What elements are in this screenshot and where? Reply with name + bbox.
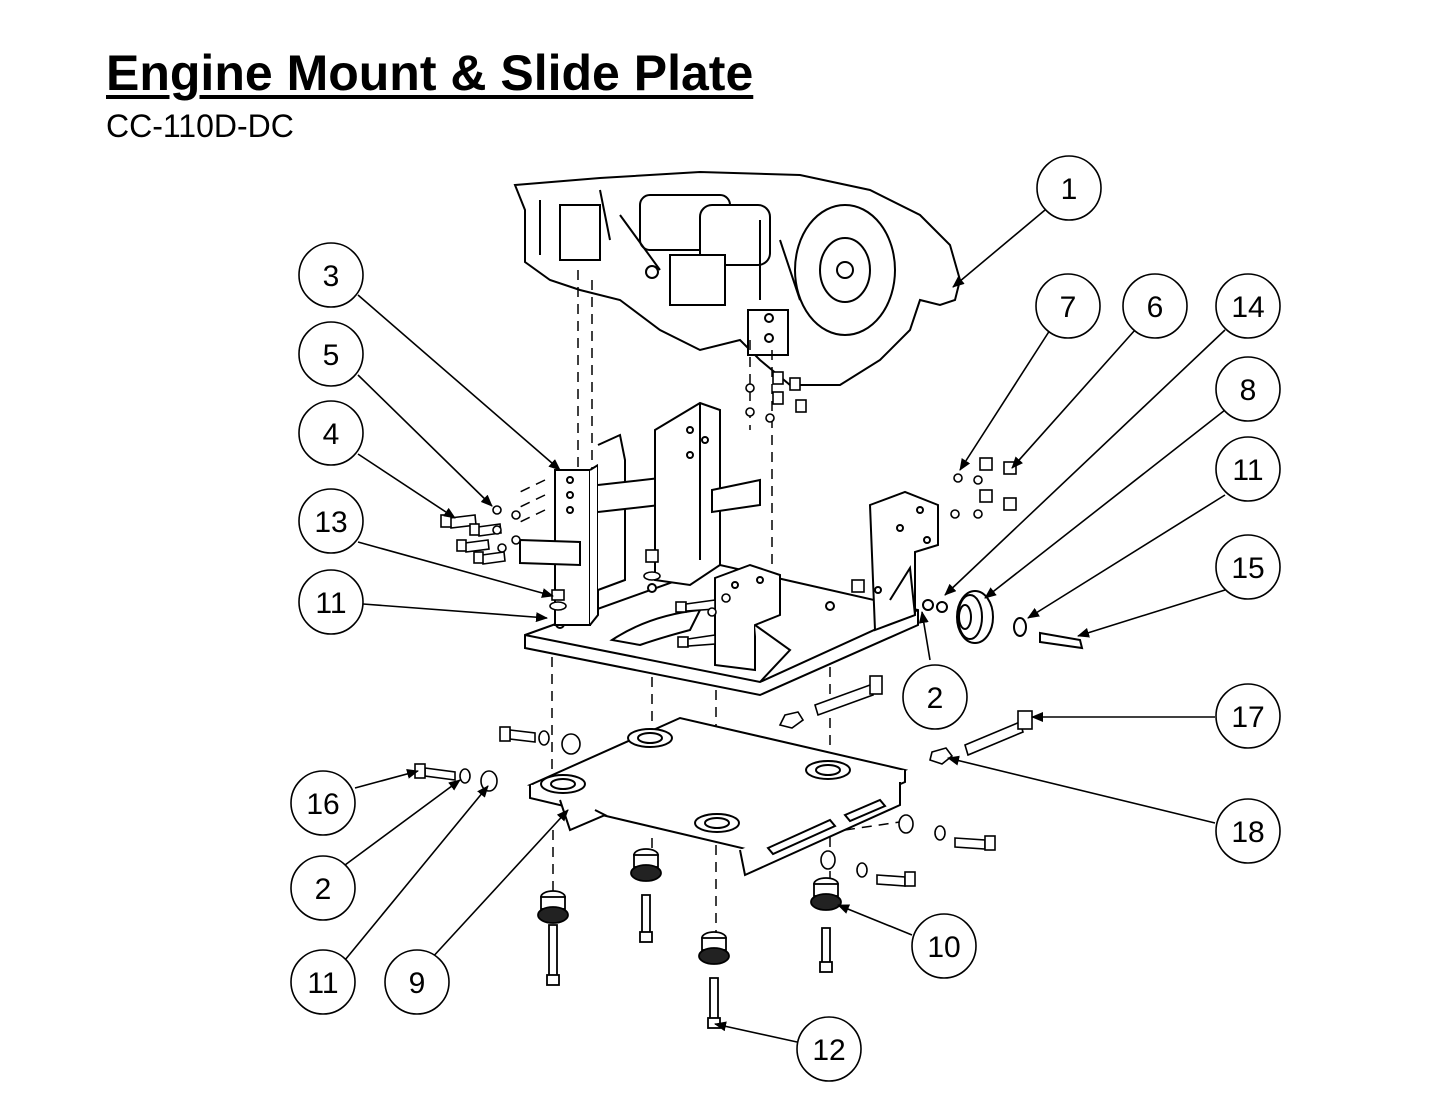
callout-5-label: 5 [323,339,340,372]
callout-9: 9 [384,949,450,1015]
leader-2b [344,779,461,866]
leader-13 [357,541,554,598]
leader-8 [984,409,1226,599]
callout-12-label: 12 [812,1034,845,1067]
callout-8: 8 [1215,356,1281,422]
callout-2a: 2 [902,664,968,730]
callout-10-label: 10 [927,931,960,964]
callout-15: 15 [1215,534,1281,600]
tensioner-bracket [868,490,939,632]
callout-11a: 11 [298,569,364,635]
leader-10 [837,904,913,936]
callout-11a-label: 11 [315,587,346,620]
callout-8-label: 8 [1240,374,1257,407]
callout-7: 7 [1035,273,1101,339]
leader-6 [1011,329,1136,469]
callout-14-label: 14 [1231,291,1264,324]
slide-plate [526,716,909,877]
callout-11b: 11 [1215,436,1281,502]
callout-2b-label: 2 [315,873,332,906]
leader-2a [918,611,931,661]
idler-pulley [922,590,1084,650]
leader-11b [1027,494,1226,619]
callout-5: 5 [298,321,364,387]
leader-5 [357,374,493,507]
leader-15 [1077,589,1226,638]
callout-4: 4 [298,400,364,466]
callout-16-label: 16 [306,788,339,821]
leader-14 [944,329,1226,596]
callout-17-label: 17 [1231,701,1264,734]
callouts: 1 3 5 4 13 11 7 6 14 8 11 15 2 17 18 16 … [290,155,1281,1082]
left-mount-bracket [519,433,661,626]
callout-3-label: 3 [323,260,340,293]
leader-3 [357,294,561,471]
page-title: Engine Mount & Slide Plate [106,45,754,101]
callout-11c-label: 11 [307,967,338,1000]
front-mount-bracket [714,563,792,683]
callout-18: 18 [1215,798,1281,864]
callout-18-label: 18 [1231,816,1264,849]
callout-6-label: 6 [1147,291,1164,324]
leader-7 [959,329,1051,471]
leader-9 [429,809,569,961]
leader-lines [344,209,1226,1043]
rear-mount-bracket [654,401,761,587]
callout-7-label: 7 [1060,291,1077,324]
leader-11c [344,785,489,961]
vibration-isolators [537,848,842,1029]
callout-14: 14 [1215,273,1281,339]
callout-9-label: 9 [409,967,426,1000]
callout-10: 10 [911,913,977,979]
fasteners [414,371,1033,887]
callout-2b: 2 [290,855,356,921]
leader-1 [952,209,1046,288]
callout-16: 16 [290,770,356,836]
callout-12: 12 [796,1016,862,1082]
callout-13: 13 [298,488,364,554]
model-number: CC-110D-DC [106,108,294,144]
leader-12 [714,1021,798,1043]
callout-17: 17 [1215,683,1281,749]
callout-2a-label: 2 [927,682,944,715]
leader-16 [354,769,419,789]
callout-6: 6 [1122,273,1188,339]
callout-15-label: 15 [1231,552,1264,585]
leader-4 [357,453,456,519]
callout-1-label: 1 [1061,173,1078,206]
callout-1: 1 [1036,155,1102,221]
callout-3: 3 [298,242,364,308]
engine-assembly [513,170,962,386]
callout-4-label: 4 [323,418,340,451]
leader-18 [947,755,1216,824]
callout-11b-label: 11 [1232,454,1263,487]
leader-11a [362,603,548,623]
callout-11c: 11 [290,949,356,1015]
callout-13-label: 13 [314,506,347,539]
